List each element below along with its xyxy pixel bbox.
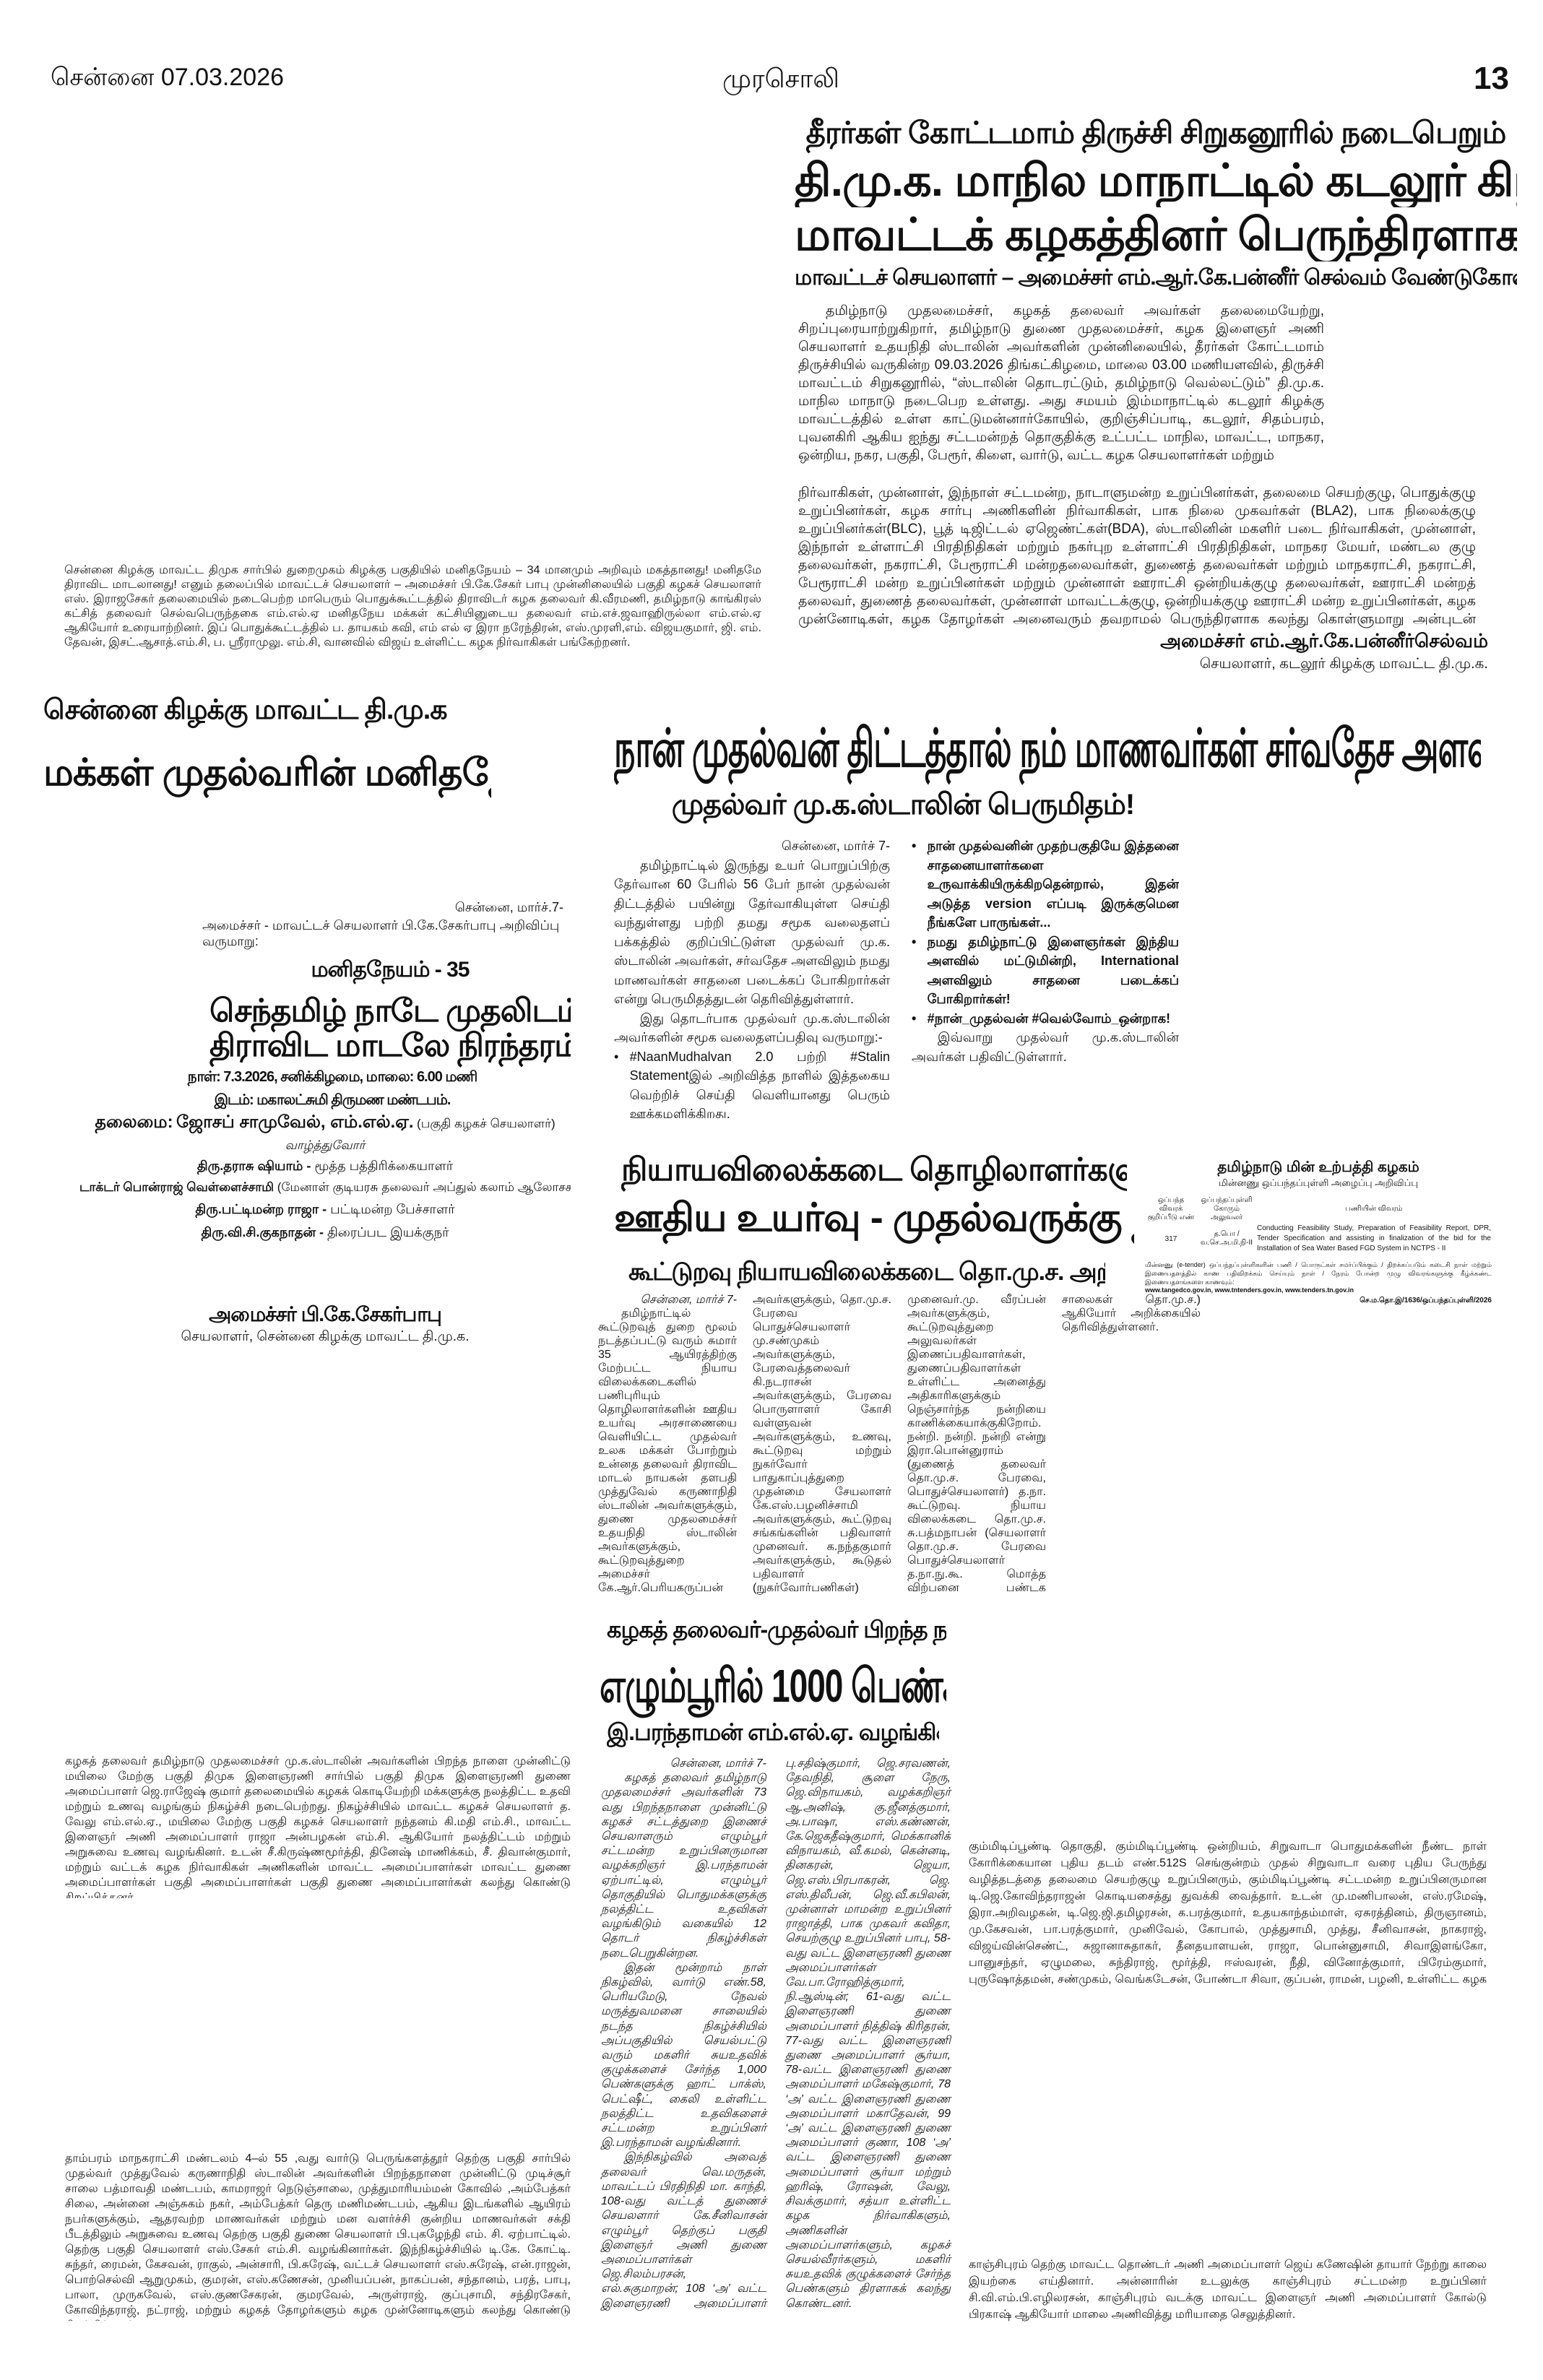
event-chair: தலைமை: ஜோசப் சாமுவேல், எம்.எல்.ஏ. (பகுதி… <box>87 1112 563 1134</box>
event-kicker: சென்னை கிழக்கு மாவட்ட தி.மு.க. சார்பில் <box>43 695 448 725</box>
event-speaker: டாக்டர் பொன்ராஜ் வெள்ளைச்சாமி (மேனாள் கு… <box>79 1180 571 1196</box>
photo-caption-harbour-meeting: சென்னை கிழக்கு மாவட்ட திமுக சார்பில் துற… <box>64 564 761 649</box>
egmore-subhead: இ.பரந்தாமன் எம்.எல்.ஏ. வழங்கினார்! <box>607 1719 939 1745</box>
speaker-role: (மேனாள் குடியரசு தலைவர் அப்துல் கலாம் ஆல… <box>277 1180 571 1194</box>
speaker-role: திரைப்பட இயக்குநர் <box>327 1225 449 1239</box>
column-header: பணியின் விவரம் <box>1345 1205 1403 1213</box>
event-speaker: திரு.பட்டிமன்ற ராஜா - பட்டிமன்ற பேச்சாளர… <box>79 1202 571 1219</box>
bullet-item: நமது தமிழ்நாட்டு இளைஞர்கள் இந்திய அளவில்… <box>912 932 1179 1009</box>
column-header: ஒப்பந்த விவரக் குறிப்பீடு எண் <box>1147 1196 1195 1221</box>
paragraph: தமிழ்நாட்டில் கூட்டுறவுத் துறை மூலம் நடத… <box>598 1294 1201 1594</box>
paragraph: இந்நிகழ்வில் அவைத் தலைவர் வெ.மருதன், மாவ… <box>601 1757 951 2310</box>
paragraph: இதன் மூன்றாம் நாள் நிகழ்வில், வார்டு எண்… <box>601 1961 766 2150</box>
ration-headline-line1: நியாயவிலைக்கடை தொழிலாளர்களுக்கு <box>621 1152 1127 1187</box>
bullet-item: #நான்_முதல்வன் #வெல்வோம்_ஒன்றாக! <box>912 1009 1179 1029</box>
table-cell: Conducting Feasibility Study, Preparatio… <box>1257 1224 1491 1252</box>
speaker-name: திரு.தராசு ஷியாம் - <box>196 1159 311 1173</box>
tender-title: மின்னணு ஒப்பந்தப்புள்ளி அழைப்பு அறிவிப்ப… <box>1219 1177 1418 1188</box>
speaker-name: டாக்டர் பொன்ராஜ் வெள்ளைச்சாமி <box>79 1180 274 1194</box>
table-cell: 317 <box>1164 1234 1177 1243</box>
event-chair-role: (பகுதி கழகச் செயலாளர்) <box>417 1117 556 1130</box>
paragraph: கழகத் தலைவர் தமிழ்நாடு முதலமைச்சர் அவர்க… <box>601 1772 766 1960</box>
trichy-headline-line2: மாவட்டக் கழகத்தினர் பெருந்திரளாக பங்கேற்… <box>795 210 1517 260</box>
ration-headline-line2: ஊதிய உயர்வு - முதல்வருக்கு நன்றி! <box>614 1196 1134 1239</box>
photo-caption-gummidipoondi: கும்மிடிப்பூண்டி தொகுதி, கும்மிடிப்பூண்ட… <box>969 1840 1487 1986</box>
speaker-name: திரு.வி.சி.குகநாதன் - <box>201 1225 324 1239</box>
event-intro: அமைச்சர் - மாவட்டச் செயலாளர் பி.கே.சேகர்… <box>202 918 560 948</box>
event-date-time: நாள்: 7.3.2026, சனிக்கிழமை, மாலை: 6.00 ம… <box>187 1069 478 1085</box>
masthead-page-number: 13 <box>1474 61 1509 96</box>
masthead-dateline: சென்னை 07.03.2026 <box>51 64 285 91</box>
trichy-body-top: தமிழ்நாடு முதலமைச்சர், கழகத் தலைவர் அவர்… <box>798 303 1324 463</box>
egmore-kicker: கழகத் தலைவர்-முதல்வர் பிறந்த நாள்! <box>607 1617 946 1643</box>
column-header: ஒப்பந்தப்புள்ளி கோரும் அலுவலர் <box>1201 1196 1253 1221</box>
trichy-signature-title: செயலாளர், கடலூர் கிழக்கு மாவட்ட தி.மு.க. <box>1199 656 1488 672</box>
photo-caption-mylapore: கழகத் தலைவர் தமிழ்நாடு முதலமைச்சர் மு.க.… <box>65 1755 571 1898</box>
event-signature: அமைச்சர் பி.கே.சேகர்பாபு <box>209 1303 442 1325</box>
naan-mudhalvan-col2: நான் முதல்வனின் முதற்பகுதியே இத்தனை சாதன… <box>912 836 1179 1118</box>
ration-body: சென்னை, மார்ச் 7- தமிழ்நாட்டில் கூட்டுறவ… <box>598 1293 1201 1596</box>
trichy-headline-line1: தி.மு.க. மாநில மாநாட்டில் கடலூர் கிழக்கு <box>795 156 1517 206</box>
naan-mudhalvan-col1: சென்னை, மார்ச் 7- தமிழ்நாட்டில் இருந்து … <box>614 836 890 1118</box>
tender-org: தமிழ்நாடு மின் உற்பத்தி கழகம் <box>1217 1159 1419 1175</box>
speaker-role: பட்டிமன்ற பேச்சாளர் <box>330 1202 455 1216</box>
table-header-row: ஒப்பந்த விவரக் குறிப்பீடு எண் ஒப்பந்தப்ப… <box>1145 1195 1492 1223</box>
speaker-name: திரு.பட்டிமன்ற ராஜா - <box>195 1202 327 1216</box>
egmore-body: சென்னை, மார்ச் 7- கழகத் தலைவர் தமிழ்நாடு… <box>601 1757 951 2320</box>
table-cell: த.பொ / வ.செ.அ.மி.நி-II <box>1200 1230 1253 1247</box>
dateline: சென்னை, மார்ச் 7- <box>640 1294 738 1306</box>
tender-table: ஒப்பந்த விவரக் குறிப்பீடு எண் ஒப்பந்தப்ப… <box>1145 1195 1492 1255</box>
dateline: சென்னை, மார்ச் 7- <box>781 839 890 853</box>
event-speaker: திரு.தராசு ஷியாம் - மூத்த பத்திரிக்கையாள… <box>79 1159 571 1175</box>
event-series-title: மனிதநேயம் - 35 <box>311 958 470 982</box>
event-venue: இடம்: மகாலட்சுமி திருமண மண்டபம். <box>214 1092 451 1108</box>
bullet-item: நான் முதல்வனின் முதற்பகுதியே இத்தனை சாதன… <box>912 836 1179 932</box>
paragraph: தமிழ்நாட்டில் இருந்து உயர் பொறுப்பிற்கு … <box>614 857 890 1007</box>
photo-caption-tambaram: தாம்பரம் மாநகராட்சி மண்டலம் 4–ல் 55 ,வது… <box>65 2152 571 2321</box>
tender-note: மின்னணு (e-tender) ஒப்பந்தப்புள்ளிகளின் … <box>1145 1261 1492 1286</box>
tender-websites[interactable]: www.tangedco.gov.in, www.tntenders.gov.i… <box>1145 1286 1354 1294</box>
paragraph: இவ்வாறு முதல்வர் மு.க.ஸ்டாலின் அவர்கள் ப… <box>912 1030 1179 1064</box>
event-speaker: திரு.வி.சி.குகநாதன் - திரைப்பட இயக்குநர் <box>79 1225 571 1242</box>
trichy-kicker: தீரர்கள் கோட்டமாம் திருச்சி சிறுகனூரில் … <box>805 116 1507 150</box>
event-greeters-label: வாழ்த்துவோர் <box>285 1138 366 1152</box>
tender-notice: தமிழ்நாடு மின் உற்பத்தி கழகம் மின்னணு ஒப… <box>1145 1159 1492 1305</box>
event-signature-title: செயலாளர், சென்னை கிழக்கு மாவட்ட தி.மு.க. <box>181 1329 470 1344</box>
trichy-body-bottom: நிர்வாகிகள், முன்னாள், இந்நாள் சட்டமன்ற,… <box>798 485 1476 627</box>
dateline: சென்னை, மார்ச் 7- <box>670 1757 767 1770</box>
event-headline: மக்கள் முதல்வரின் மனிதநேய விழா! <box>43 752 491 794</box>
speaker-role: மூத்த பத்திரிக்கையாளர் <box>314 1159 454 1173</box>
table-row: 317 த.பொ / வ.செ.அ.மி.நி-II Conducting Fe… <box>1145 1223 1492 1255</box>
event-chair-name: ஜோசப் சாமுவேல், எம்.எல்.ஏ. <box>176 1112 414 1132</box>
naan-mudhalvan-subhead: முதல்வர் மு.க.ஸ்டாலின் பெருமிதம்! <box>671 789 1135 821</box>
egmore-headline: எழும்பூரில் 1000 பெண்களுக்கு நல உதவிகள்! <box>600 1659 946 1713</box>
tender-ref: செ.ம.தொ.இ/1636/ஒப்பந்தப்புள்ளி/2026 <box>1360 1297 1492 1304</box>
ration-subhead: கூட்டுறவு நியாயவிலைக்கடை தொ.மு.ச. அறிக்க… <box>628 1258 1105 1286</box>
event-chair-label: தலைமை: <box>95 1112 173 1132</box>
event-slogan-2: திராவிட மாடலே நிரந்தரம்! <box>209 1028 571 1063</box>
paragraph: இது தொடர்பாக முதல்வர் மு.க.ஸ்டாலின் அவர்… <box>614 1011 890 1045</box>
bullet-item: #NaanMudhalvan 2.0 பற்றி #Stalin Stateme… <box>614 1047 890 1119</box>
event-dateline: சென்னை, மார்ச்.7- <box>454 900 563 914</box>
masthead-paper-name: முரசொலி <box>722 64 839 93</box>
trichy-signature: அமைச்சர் எம்.ஆர்.கே.பன்னீர்செல்வம் <box>1160 630 1488 652</box>
photo-caption-kanchipuram: காஞ்சிபுரம் தெற்கு மாவட்ட தொண்டர் அணி அம… <box>969 2259 1487 2321</box>
trichy-subhead: மாவட்டச் செயலாளர் – அமைச்சர் எம்.ஆர்.கே.… <box>795 266 1517 290</box>
naan-mudhalvan-headline: நான் முதல்வன் திட்டத்தால் நம் மாணவர்கள் … <box>614 717 1481 778</box>
event-slogan-1: செந்தமிழ் நாடே முதலிடம்! <box>209 993 571 1029</box>
